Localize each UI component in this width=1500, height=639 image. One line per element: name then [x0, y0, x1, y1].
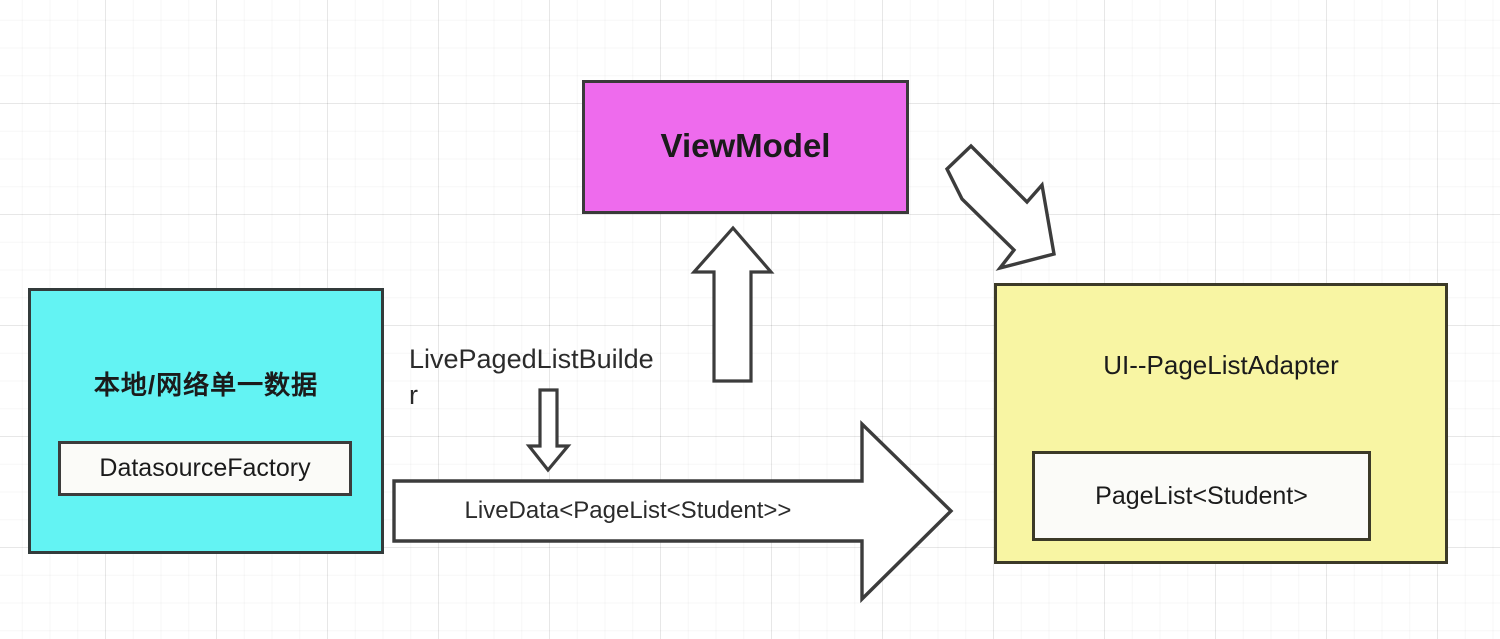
diagonal-arrow-down-right-icon — [944, 143, 1056, 271]
data-source-node[interactable]: 本地/网络单一数据 — [28, 288, 384, 554]
up-arrow-icon — [690, 225, 775, 383]
right-arrow-large-icon — [392, 419, 954, 604]
data-source-title: 本地/网络单一数据 — [93, 370, 319, 400]
ui-adapter-title: UI--PageListAdapter — [1103, 350, 1339, 380]
viewmodel-node[interactable]: ViewModel — [582, 80, 909, 214]
datasource-factory-box[interactable]: DatasourceFactory — [58, 441, 352, 496]
builder-label-line2: r — [409, 380, 418, 410]
down-arrow-small-icon — [525, 388, 572, 473]
live-paged-list-builder-label: LivePagedListBuilde r — [409, 341, 654, 413]
builder-label-line1: LivePagedListBuilde — [409, 344, 654, 374]
viewmodel-title: ViewModel — [660, 127, 831, 164]
pagelist-student-box[interactable]: PageList<Student> — [1032, 451, 1371, 541]
livedata-arrow-label: LiveData<PageList<Student>> — [464, 497, 792, 524]
